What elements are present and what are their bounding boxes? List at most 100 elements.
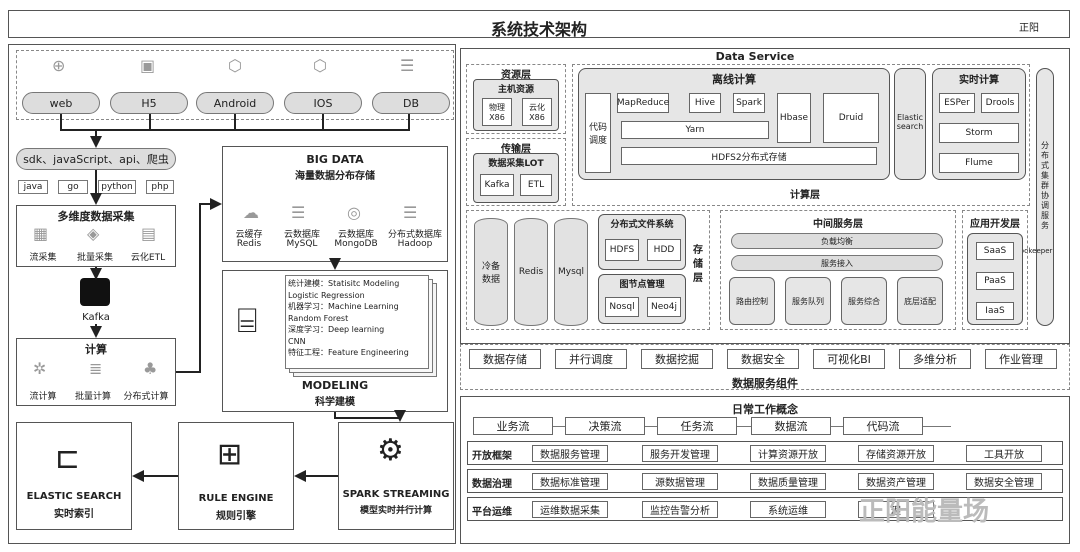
ios-icon: ⬡ (313, 56, 327, 75)
modeling-title: MODELING (301, 379, 369, 392)
rule-block: ⊞ RULE ENGINE 规则引擎 (178, 422, 294, 530)
zookeeper-desc: 分布式集群协调服务 (1041, 141, 1049, 230)
kafka-label: Kafka (82, 312, 110, 323)
modeling-chart-icon: ⌸ (237, 301, 258, 341)
watermark: 正阳能量场 (859, 497, 990, 527)
bigdata-mongo-b: MongoDB (334, 239, 378, 249)
nosql-box: Nosql (605, 297, 639, 317)
dfs-title: 分布式文件系统 (610, 220, 674, 230)
flow-business: 业务流 (473, 417, 553, 435)
components-title: 数据服务组件 (732, 377, 798, 390)
database-icon: ☰ (400, 56, 415, 75)
mongodb-icon: ◎ (347, 203, 361, 222)
row-item: 系统运维 (750, 501, 826, 518)
bigdata-hadoop-b: Hadoop (397, 239, 433, 249)
row-item: 监控告警分析 (642, 501, 718, 518)
calc-layer (572, 64, 1030, 206)
flow-decision: 决策流 (565, 417, 645, 435)
compute-stream: 流计算 (29, 392, 57, 402)
modeling-line: 机器学习：Machine Learning (288, 302, 399, 311)
middle-layer: 中间服务层 负载均衡 服务接入 路由控制 服务队列 服务综合 底层适配 (720, 210, 956, 330)
physical-x86: 物理 X86 (482, 98, 512, 126)
bigdata-subtitle: 海量数据分布存储 (295, 171, 375, 182)
es-subtitle: 实时索引 (54, 509, 94, 520)
component-schedule: 并行调度 (555, 349, 627, 369)
batch-compute-icon: ≣ (89, 359, 103, 378)
redis-db: Redis (514, 218, 548, 326)
component-storage: 数据存储 (469, 349, 541, 369)
row-item: 服务开发管理 (642, 445, 718, 462)
transfer-kafka: Kafka (480, 174, 514, 196)
routing-box: 路由控制 (729, 277, 775, 325)
app-title: 应用开发层 (970, 219, 1020, 230)
es-block: ⊏ ELASTIC SEARCH 实时索引 (16, 422, 132, 530)
row-label: 数据治理 (472, 479, 512, 490)
offline-box: 离线计算 代码 调度 MapReduce Hive Spark Yarn HDF… (578, 68, 890, 180)
modeling-line: 统计建模：Statisitc Modeling (288, 279, 400, 288)
host-resource-box: 主机资源 物理 X86 云化 X86 (473, 79, 559, 131)
collect-lot-box: 数据采集LOT Kafka ETL (473, 153, 559, 203)
source-ios: IOS (284, 92, 362, 114)
html-icon: ▣ (140, 56, 156, 75)
graph-title: 图节点管理 (619, 280, 665, 290)
lang-python: python (98, 180, 136, 194)
transfer-layer: 传输层 数据采集LOT Kafka ETL (466, 138, 566, 206)
gear-cloud-icon: ⚙ (377, 433, 404, 468)
realtime-title: 实时计算 (959, 75, 999, 86)
rule-title: RULE ENGINE (198, 493, 274, 504)
esper-box: ESPer (939, 93, 975, 113)
android-icon: ⬡ (228, 56, 242, 75)
bigdata-mysql-a: 云数据库 (283, 230, 320, 240)
adapter-box: 底层适配 (897, 277, 943, 325)
modeling-line: 特征工程：Feature Engineering (288, 348, 409, 357)
load-balance-pill: 负载均衡 (731, 233, 943, 249)
storm-box: Storm (939, 123, 1019, 143)
source-h5: H5 (110, 92, 188, 114)
row-open-framework: 开放框架 数据服务管理 服务开发管理 计算资源开放 存储资源开放 工具开放 (467, 441, 1063, 465)
host-resource-title: 主机资源 (497, 85, 534, 95)
yarn-box: Yarn (621, 121, 769, 139)
flow-task: 任务流 (657, 417, 737, 435)
lang-go: go (58, 180, 88, 194)
drools-box: Drools (981, 93, 1019, 113)
spark-box: Spark (733, 93, 765, 113)
resource-layer: 资源层 主机资源 物理 X86 云化 X86 (466, 64, 566, 134)
source-web: web (22, 92, 100, 114)
row-item: 数据资产管理 (858, 473, 934, 490)
compute-batch: 批量计算 (74, 392, 111, 402)
header-bar: 系统技术架构 正阳 (8, 10, 1070, 39)
hadoop-icon: ☰ (403, 203, 418, 222)
sdk-pill: sdk、javaScript、api、爬虫 (16, 148, 176, 170)
compute-block: 计算 ✲ ≣ ♣ 流计算 批量计算 分布式计算 (16, 338, 176, 406)
row-label: 平台运维 (472, 507, 512, 518)
dataservice-title: Data Service (715, 50, 795, 63)
row-item: 计算资源开放 (750, 445, 826, 462)
zookeeper-bar: 分布式集群协调服务 Zookeeper (1015, 68, 1054, 326)
flow-data: 数据流 (751, 417, 831, 435)
source-android: Android (196, 92, 274, 114)
spark-block: ⚙ SPARK STREAMING 模型实时并行计算 (338, 422, 454, 530)
flume-box: Flume (939, 153, 1019, 173)
component-security: 数据安全 (727, 349, 799, 369)
realtime-box: 实时计算 ESPer Drools Storm Flume (932, 68, 1026, 180)
mysql-db: Mysql (554, 218, 588, 326)
row-item: 数据服务管理 (532, 445, 608, 462)
compute-title: 计算 (85, 343, 107, 356)
modeling-subtitle: 科学建模 (315, 397, 355, 408)
service-access-pill: 服务接入 (731, 255, 943, 271)
daily-block: 日常工作概念 业务流 决策流 任务流 数据流 代码流 开放框架 数据服务管理 服… (460, 396, 1070, 544)
cold-backup-db: 冷备 数据 (474, 218, 508, 326)
zookeeper-label: Zookeeper (1015, 247, 1053, 255)
stream-icon: ▦ (33, 224, 49, 243)
row-item: 数据安全管理 (966, 473, 1042, 490)
middle-title: 中间服务层 (813, 219, 863, 230)
service-synth-box: 服务综合 (841, 277, 887, 325)
storage-layer-label: 存 储 层 (693, 245, 703, 284)
transfer-title: 传输层 (501, 144, 531, 155)
bigdata-redis-a: 云缓存 (235, 230, 263, 240)
storage-layer (466, 210, 710, 330)
dfs-box: 分布式文件系统 HDFS HDD (598, 214, 686, 270)
collect-title: 多维度数据采集 (57, 210, 135, 223)
service-queue-box: 服务队列 (785, 277, 831, 325)
app-inner: SaaS PaaS IaaS (967, 233, 1023, 325)
